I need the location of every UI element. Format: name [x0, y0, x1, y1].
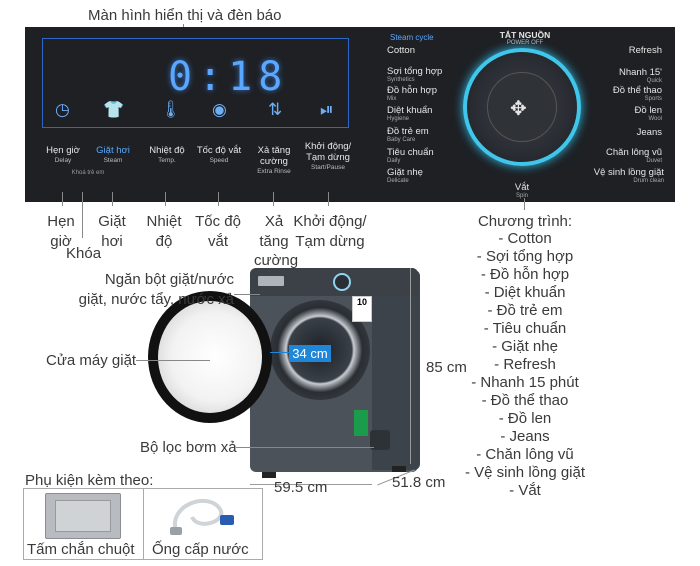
- steam-cycle-label: Steam cycle: [390, 33, 434, 42]
- program-list-item: - Tiêu chuẩn: [483, 320, 567, 337]
- program-list-item: - Đồ trẻ em: [487, 302, 563, 319]
- start-pause-button[interactable]: Khởi động/ Tạm dừng Start/Pause: [304, 141, 352, 171]
- callout-speed: Tốc độ vắt: [195, 213, 241, 250]
- leader-delay: [62, 192, 63, 206]
- callout-delay: Hẹn giờ: [47, 213, 75, 250]
- display-frame: [42, 38, 349, 128]
- leader-lock: [82, 192, 83, 238]
- program-quick: Nhanh 15'Quick: [618, 67, 662, 84]
- program-list-item: - Cotton: [498, 230, 552, 247]
- program-cotton: Cotton: [387, 45, 415, 56]
- callout-lock: Khóa: [66, 245, 102, 262]
- dial-knob[interactable]: [487, 72, 557, 142]
- diameter-line: [270, 352, 290, 353]
- callout-steam: Giặt hơi: [98, 213, 126, 250]
- power-off-label: TẮT NGUỒN: [499, 30, 551, 40]
- program-list-item: - Nhanh 15 phút: [471, 374, 579, 391]
- callout-temp: Nhiệt độ: [146, 213, 182, 250]
- program-list-item: - Giặt nhẹ: [492, 338, 558, 355]
- display-caption: Màn hình hiển thị và đèn báo: [88, 7, 282, 24]
- callout-door: Cửa máy giặt: [46, 352, 137, 369]
- callout-filter: Bộ lọc bơm xả: [140, 439, 237, 456]
- speed-button[interactable]: Tốc độ vắt Speed: [196, 145, 242, 164]
- washer-dial: [333, 273, 351, 291]
- accessories-title: Phụ kiện kèm theo:: [25, 472, 154, 489]
- leader-rinse: [273, 192, 274, 206]
- accessory-mouse-guard: Tấm chắn chuột: [27, 541, 135, 558]
- thermometer-icon: 🌡: [160, 100, 182, 119]
- callout-rinse: Xả tăng cường: [254, 213, 299, 269]
- steam-button[interactable]: Giặt hơi Steam: [96, 145, 130, 164]
- door-diameter-badge: 34 cm: [289, 345, 331, 362]
- accessories-divider: [143, 488, 144, 560]
- time-display: 0:18: [168, 54, 289, 100]
- leader-filter: [236, 447, 374, 448]
- foot-right: [392, 466, 406, 472]
- leader-detergent: [234, 294, 260, 295]
- leader-door: [136, 360, 210, 361]
- extra-rinse-button[interactable]: Xả tăng cường Extra Rinse: [257, 145, 291, 175]
- play-pause-icon: ⏯: [320, 100, 334, 119]
- width-label: 59.5 cm: [274, 479, 328, 496]
- program-list-item: - Vệ sinh lồng giặt: [464, 464, 586, 481]
- callout-detergent: Ngăn bột giặt/nước giặt, nước tẩy, nước …: [78, 271, 234, 308]
- leader-steam: [112, 192, 113, 206]
- program-list-item: - Vắt: [509, 482, 541, 499]
- delay-button[interactable]: Hẹn giờ Delay: [46, 145, 80, 164]
- detergent-drawer: [258, 276, 284, 286]
- power-off-sub: POWER OFF: [506, 40, 544, 46]
- door-glass: [158, 301, 262, 413]
- leader-speed: [218, 192, 219, 206]
- height-line: [410, 268, 411, 464]
- program-list-item: - Diệt khuẩn: [484, 284, 566, 301]
- eco-sticker: [354, 410, 368, 436]
- program-jeans: Jeans: [636, 127, 662, 138]
- leader-temp: [165, 192, 166, 206]
- program-list-item: - Đồ hỗn hợp: [480, 266, 570, 283]
- height-label: 85 cm: [426, 359, 467, 376]
- child-lock-label: Khoá trẻ em: [71, 170, 105, 176]
- clock-icon: ◷: [55, 100, 70, 119]
- rinse-icon: ⇅: [268, 100, 283, 119]
- program-list-item: - Refresh: [494, 356, 556, 373]
- spin-icon: ◉: [212, 100, 227, 119]
- depth-label: 51.8 cm: [392, 474, 446, 491]
- shirt-icon: 👕: [103, 100, 125, 119]
- temp-button[interactable]: Nhiệt độ Temp.: [149, 145, 185, 164]
- program-list-item: - Đồ len: [498, 410, 552, 427]
- dial-logo-icon: ✥: [510, 98, 527, 120]
- water-hose-image: [170, 498, 234, 535]
- width-line: [250, 484, 372, 485]
- program-list-item: - Đồ thể thao: [481, 392, 569, 409]
- program-refresh: Refresh: [628, 45, 662, 56]
- callout-start: Khởi động/ Tạm dừng: [293, 213, 367, 250]
- program-list-item: - Chăn lông vũ: [476, 446, 574, 463]
- programs-title: Chương trình:: [477, 213, 573, 230]
- leader-start: [328, 192, 329, 206]
- pump-filter: [370, 430, 390, 450]
- accessory-water-hose: Ống cấp nước: [152, 541, 249, 558]
- program-list-item: - Jeans: [500, 428, 550, 445]
- leader-programs: [524, 198, 525, 210]
- programs-list: - Cotton- Sợi tổng hợp- Đồ hỗn hợp- Diệt…: [460, 230, 590, 500]
- mouse-guard-inner: [55, 500, 111, 532]
- program-list-item: - Sợi tổng hợp: [476, 248, 574, 265]
- foot-left: [262, 472, 276, 478]
- energy-label: 10: [352, 296, 372, 322]
